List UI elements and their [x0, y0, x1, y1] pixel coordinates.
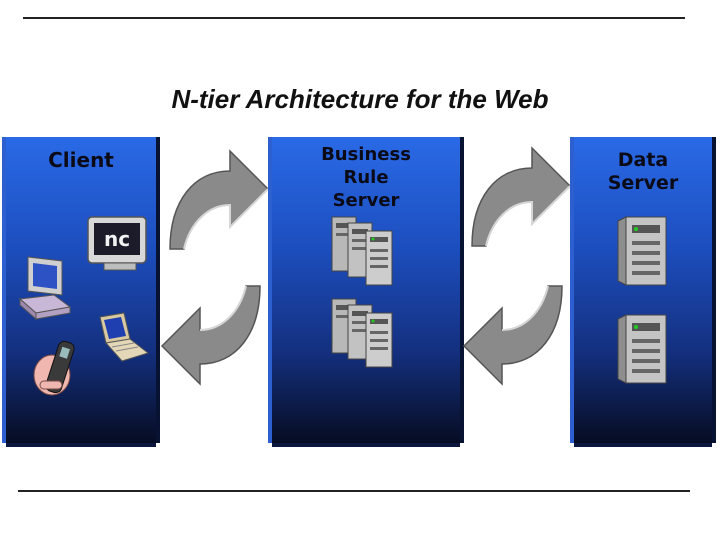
- nc-logo-text: nc: [104, 227, 130, 251]
- arrow-to-client-icon: [160, 285, 261, 386]
- business-label-line-1: Business: [321, 144, 411, 165]
- database-server-icon: [617, 216, 667, 286]
- arrow-to-business-icon: [169, 149, 270, 250]
- business-rule-server-label: Business Rule Server: [272, 143, 460, 212]
- top-rule: [23, 17, 685, 19]
- client-label: Client: [48, 148, 114, 172]
- laptop-icon: [99, 312, 150, 362]
- server-cluster-icon: [331, 216, 393, 286]
- client-panel: Client nc: [6, 137, 156, 443]
- page-title: N-tier Architecture for the Web: [171, 84, 549, 114]
- cell-phone-icon: [33, 340, 75, 396]
- data-server-panel: Data Server: [574, 137, 712, 443]
- database-server-icon: [617, 314, 667, 384]
- data-label-line-1: Data: [617, 149, 669, 171]
- business-rule-server-panel: Business Rule Server: [272, 137, 460, 443]
- business-label-line-3: Server: [332, 190, 400, 211]
- server-cluster-icon: [331, 298, 393, 368]
- arrow-to-business-return-icon: [462, 285, 563, 386]
- data-server-label: Data Server: [574, 149, 712, 195]
- bottom-rule: [18, 490, 690, 492]
- network-computer-icon: nc: [87, 216, 147, 271]
- desktop-pc-icon: [18, 256, 72, 321]
- data-label-line-2: Server: [607, 172, 679, 194]
- arrow-to-data-icon: [471, 146, 572, 247]
- business-label-line-2: Rule: [343, 167, 389, 188]
